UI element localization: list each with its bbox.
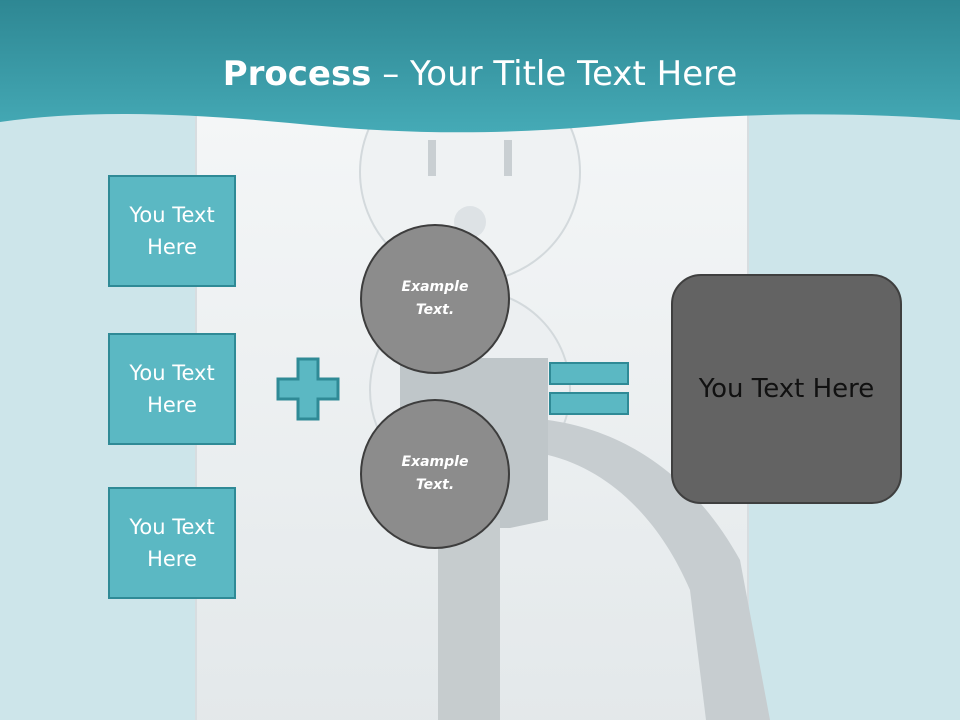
title-banner [0,0,960,133]
result-box: You Text Here [671,274,902,504]
input-box-label: You Text Here [129,203,215,259]
input-box-1: You Text Here [108,175,236,287]
input-box-3: You Text Here [108,487,236,599]
plus-icon [276,357,340,421]
example-circle-2: Example Text. [360,399,510,549]
example-circle-1: Example Text. [360,224,510,374]
example-label: Example Text. [401,454,469,493]
example-label: Example Text. [401,279,469,318]
input-box-2: You Text Here [108,333,236,445]
input-box-label: You Text Here [129,361,215,417]
equals-icon [549,362,629,415]
input-box-label: You Text Here [129,515,215,571]
page-title: Process – Your Title Text Here [0,52,960,96]
title-rest: – Your Title Text Here [371,54,738,94]
result-label: You Text Here [698,374,875,404]
title-bold: Process [222,54,372,94]
